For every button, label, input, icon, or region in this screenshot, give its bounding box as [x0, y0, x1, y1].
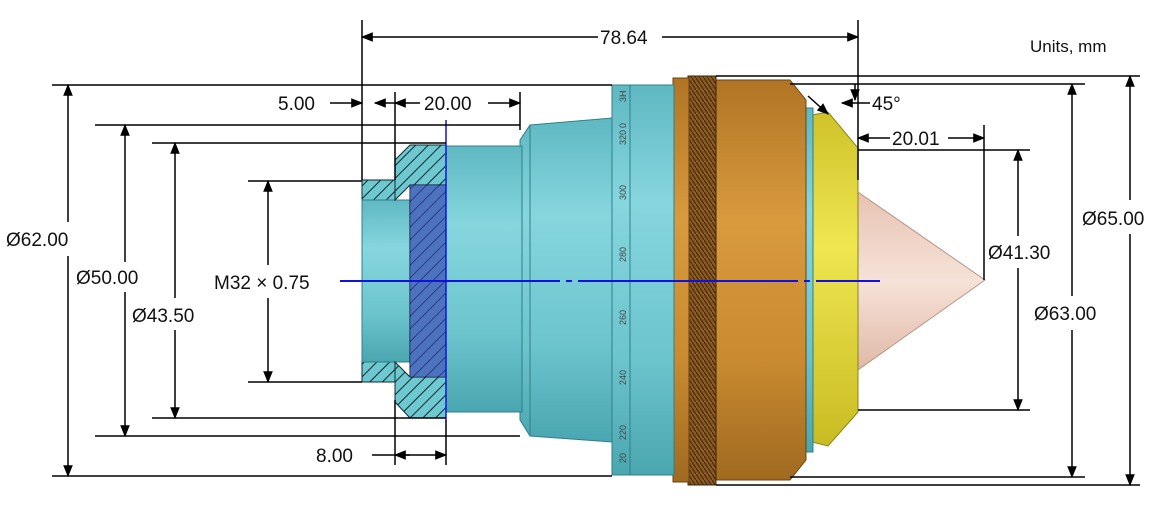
- svg-text:220: 220: [618, 425, 628, 440]
- dim-lip-width: 8.00: [316, 446, 353, 467]
- dim-dia-62: Ø62.00: [6, 230, 68, 251]
- dim-thread-length: 20.00: [424, 94, 472, 115]
- svg-text:240: 240: [618, 370, 628, 385]
- svg-text:260: 260: [618, 310, 628, 325]
- dim-dia-41-3: Ø41.30: [988, 243, 1050, 264]
- svg-text:0: 0: [618, 123, 628, 128]
- dim-cone-length: 20.01: [892, 129, 940, 150]
- dim-dia-50: Ø50.00: [76, 268, 138, 289]
- svg-text:280: 280: [618, 247, 628, 262]
- front-cone: [811, 111, 859, 447]
- dim-dia-65: Ø65.00: [1082, 209, 1144, 230]
- units-label: Units, mm: [1030, 37, 1107, 56]
- svg-text:3H: 3H: [618, 90, 628, 102]
- dim-overall-length: 78.64: [600, 28, 648, 49]
- svg-text:320: 320: [618, 130, 628, 145]
- svg-text:300: 300: [618, 185, 628, 200]
- dim-thread: M32 × 0.75: [214, 273, 310, 294]
- thread-barrel: [445, 145, 523, 413]
- dimension-lines: [52, 20, 1140, 487]
- dim-dia-43-5: Ø43.50: [132, 306, 194, 327]
- svg-text:20: 20: [618, 453, 628, 463]
- dim-dia-63: Ø63.00: [1034, 304, 1096, 325]
- dim-chamfer-angle: 45°: [872, 94, 901, 115]
- focus-scale: 20 220 240 260 280 300 320 0 3H: [618, 90, 628, 463]
- dim-flange-width: 5.00: [278, 94, 315, 115]
